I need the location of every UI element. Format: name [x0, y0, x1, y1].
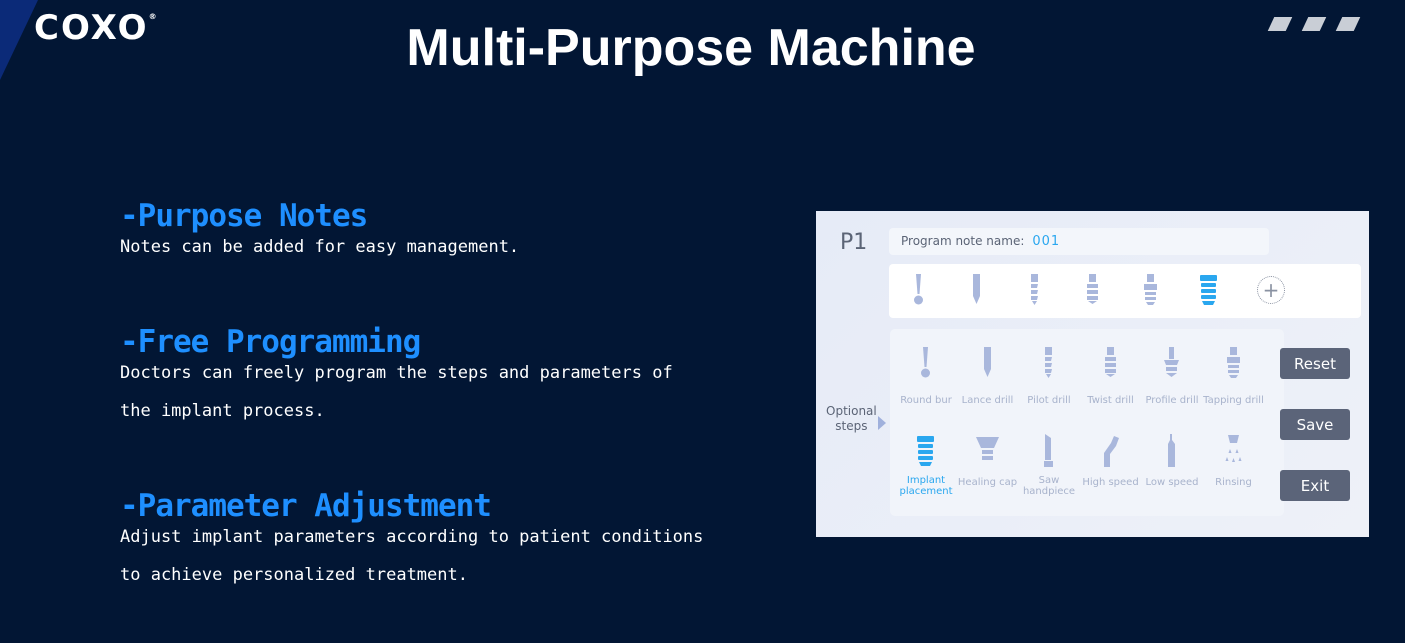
profile-drill-icon	[1164, 347, 1179, 377]
step-pilot-drill[interactable]: Pilot drill	[1018, 345, 1080, 406]
tapping-drill-icon[interactable]	[1136, 272, 1166, 312]
section-text: Doctors can freely program the steps and…	[120, 363, 673, 383]
step-label: Tapping drill	[1203, 395, 1264, 406]
tapping-drill-icon	[1226, 347, 1240, 378]
saw-icon	[1044, 434, 1053, 467]
exit-button[interactable]: Exit	[1280, 470, 1350, 501]
arrow-right-icon	[878, 416, 886, 430]
pilot-drill-icon	[1045, 347, 1052, 378]
step-healing-cap[interactable]: Healing cap	[957, 433, 1019, 488]
implant-icon[interactable]	[1194, 272, 1224, 312]
step-tapping-drill[interactable]: Tapping drill	[1203, 345, 1265, 406]
pilot-drill-icon[interactable]	[1020, 272, 1050, 312]
section-heading: -Free Programming	[120, 324, 421, 360]
twist-drill-icon[interactable]	[1078, 272, 1108, 312]
step-twist-drill[interactable]: Twist drill	[1080, 345, 1142, 406]
step-label: Lance drill	[961, 395, 1014, 406]
rinsing-icon	[1225, 435, 1241, 462]
name-value: 001	[1032, 234, 1061, 249]
step-label: Healing cap	[957, 477, 1018, 488]
optional-steps-grid: Round bur Lance drill Pilot drill Twist dri…	[890, 329, 1284, 516]
step-label: Twist drill	[1087, 395, 1134, 406]
section-text: Notes can be added for easy management.	[120, 237, 520, 257]
section-text: to achieve personalized treatment.	[120, 565, 468, 585]
save-button[interactable]: Save	[1280, 409, 1350, 440]
step-rinsing[interactable]: Rinsing	[1203, 433, 1265, 488]
step-lance-drill[interactable]: Lance drill	[957, 345, 1019, 406]
section-heading: -Parameter Adjustment	[120, 488, 492, 524]
step-label: Implant placement	[899, 475, 953, 497]
logo-text: coxo	[34, 8, 149, 48]
step-profile-drill[interactable]: Profile drill	[1141, 345, 1203, 406]
step-low-speed[interactable]: Low speed	[1141, 433, 1203, 488]
step-label: Low speed	[1145, 477, 1199, 488]
page-title: Multi-Purpose Machine	[406, 19, 976, 77]
step-implant[interactable]: Implant placement	[895, 433, 957, 497]
low-speed-icon	[1168, 434, 1175, 467]
section-parameter-adjustment: -Parameter Adjustment Adjust implant par…	[120, 488, 703, 594]
step-label: High speed	[1082, 477, 1139, 488]
round-bur-icon	[921, 347, 930, 378]
program-name-field[interactable]: Program note name: 001	[889, 228, 1269, 255]
section-free-programming: -Free Programming Doctors can freely pro…	[120, 324, 673, 430]
name-label: Program note name:	[901, 234, 1025, 248]
step-label: Pilot drill	[1027, 395, 1071, 406]
step-round-bur[interactable]: Round bur	[895, 345, 957, 406]
step-label: Saw handpiece	[1022, 475, 1076, 497]
step-high-speed[interactable]: High speed	[1080, 433, 1142, 488]
implant-icon	[917, 436, 934, 466]
healing-cap-icon	[975, 437, 999, 460]
logo: coxo®	[34, 8, 157, 48]
registered-mark: ®	[148, 12, 159, 21]
section-text: the implant process.	[120, 401, 325, 421]
lance-drill-icon[interactable]	[962, 272, 992, 312]
section-heading: -Purpose Notes	[120, 198, 368, 234]
step-saw[interactable]: Saw handpiece	[1018, 433, 1080, 497]
corner-accent	[0, 0, 38, 80]
step-sequence-bar: +	[889, 264, 1361, 318]
round-bur-icon[interactable]	[904, 272, 934, 312]
step-label: Round bur	[900, 395, 952, 406]
step-label: Profile drill	[1145, 395, 1199, 406]
section-purpose-notes: -Purpose Notes Notes can be added for ea…	[120, 198, 519, 266]
reset-button[interactable]: Reset	[1280, 348, 1350, 379]
high-speed-icon	[1103, 436, 1119, 467]
twist-drill-icon	[1104, 347, 1116, 377]
section-text: Adjust implant parameters according to p…	[120, 527, 704, 547]
program-number: P1	[840, 230, 868, 255]
lance-drill-icon	[983, 347, 991, 377]
step-label: Rinsing	[1215, 477, 1252, 488]
add-step-button[interactable]: +	[1257, 276, 1285, 304]
decorative-slashes	[1267, 17, 1361, 31]
